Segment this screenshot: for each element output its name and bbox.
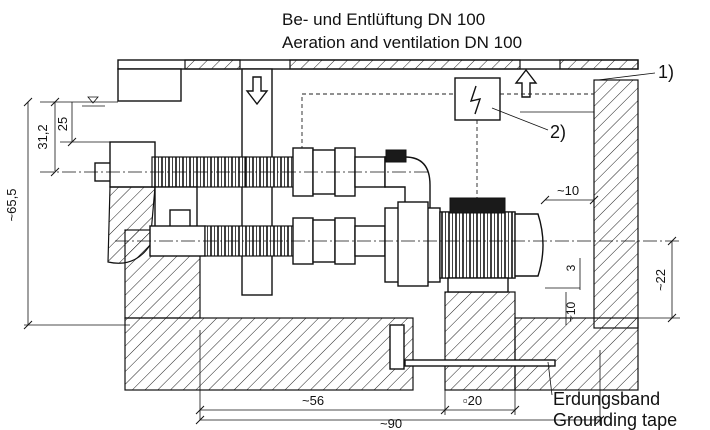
right-wall: [593, 79, 639, 329]
water-level-icon: [87, 96, 99, 104]
dim-20: ▫20: [463, 393, 482, 408]
inlet-body: [107, 186, 198, 264]
dim-22: ~22: [653, 269, 668, 291]
heading-english: Aeration and ventilation DN 100: [282, 33, 522, 52]
dimension-lines: [23, 72, 680, 425]
ref-1: 1): [658, 62, 674, 82]
dim-25: 25: [55, 117, 70, 131]
grounding-label-english: Grounding tape: [553, 410, 677, 430]
lightning-bolt-icon: [469, 85, 482, 115]
dim-90: ~90: [380, 416, 402, 430]
grounding-label-german: Erdungsband: [553, 389, 660, 409]
dim-3: 3: [564, 264, 578, 271]
dim-31-2: 31,2: [35, 124, 50, 149]
floor-slab: [24, 291, 639, 391]
heading-german: Be- und Entlüftung DN 100: [282, 10, 485, 29]
arrow-down-icon: [245, 76, 269, 106]
ceiling-slab: [117, 59, 639, 70]
dim-65-5: ~65,5: [4, 189, 19, 222]
dim-10-top: ~10: [557, 183, 579, 198]
dim-56: ~56: [302, 393, 324, 408]
pump-unit: [384, 197, 544, 293]
electrical-box: [301, 77, 594, 202]
dim-10-low: ~10: [564, 301, 578, 322]
arrow-up-icon: [514, 68, 538, 98]
ref-2: 2): [550, 122, 566, 142]
